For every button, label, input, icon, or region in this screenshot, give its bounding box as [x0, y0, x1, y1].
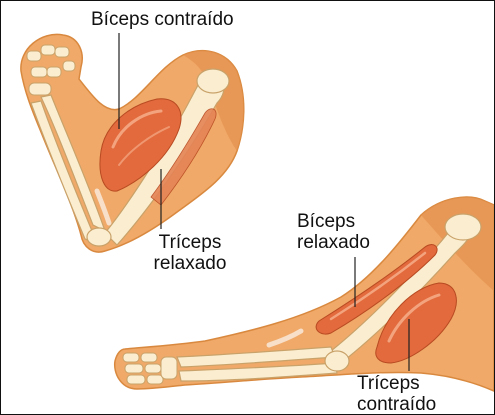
label-triceps-contraido-line1: Tríceps [357, 373, 436, 394]
label-triceps-relaxado: Tríceps relaxado [135, 232, 245, 274]
label-biceps-contraido-text: Bíceps contraído [91, 9, 234, 30]
label-triceps-contraido: Tríceps contraído [357, 373, 436, 415]
label-biceps-contraido: Bíceps contraído [91, 9, 234, 30]
label-biceps-relaxado-line2: relaxado [297, 232, 370, 253]
flexed-elbow-joint [87, 228, 111, 246]
extended-elbow-joint [325, 351, 349, 371]
extended-hand-bones [123, 353, 177, 384]
flexed-arm [21, 33, 244, 252]
label-triceps-relaxado-line2: relaxado [135, 253, 245, 274]
label-triceps-relaxado-line1: Tríceps [135, 232, 245, 253]
label-triceps-contraido-line2: contraído [357, 394, 436, 415]
label-biceps-relaxado-line1: Bíceps [297, 211, 370, 232]
flexed-humerus-head [197, 69, 229, 93]
label-biceps-relaxado: Bíceps relaxado [297, 211, 370, 253]
extended-humerus-head [445, 214, 481, 240]
